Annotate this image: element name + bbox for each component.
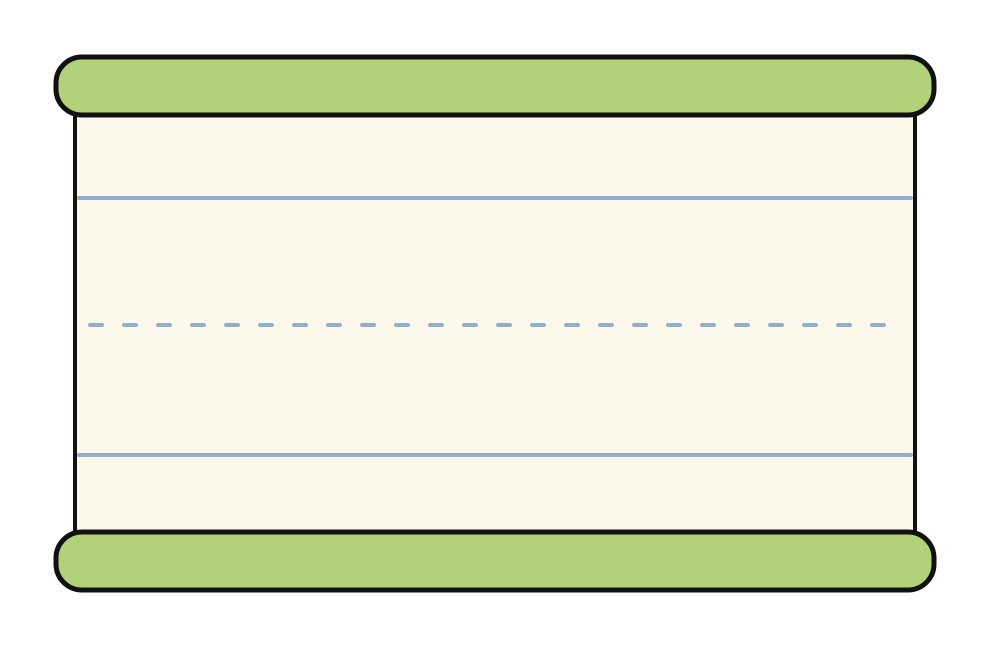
top-green-bar bbox=[53, 54, 937, 118]
bottom-green-bar bbox=[53, 529, 937, 593]
